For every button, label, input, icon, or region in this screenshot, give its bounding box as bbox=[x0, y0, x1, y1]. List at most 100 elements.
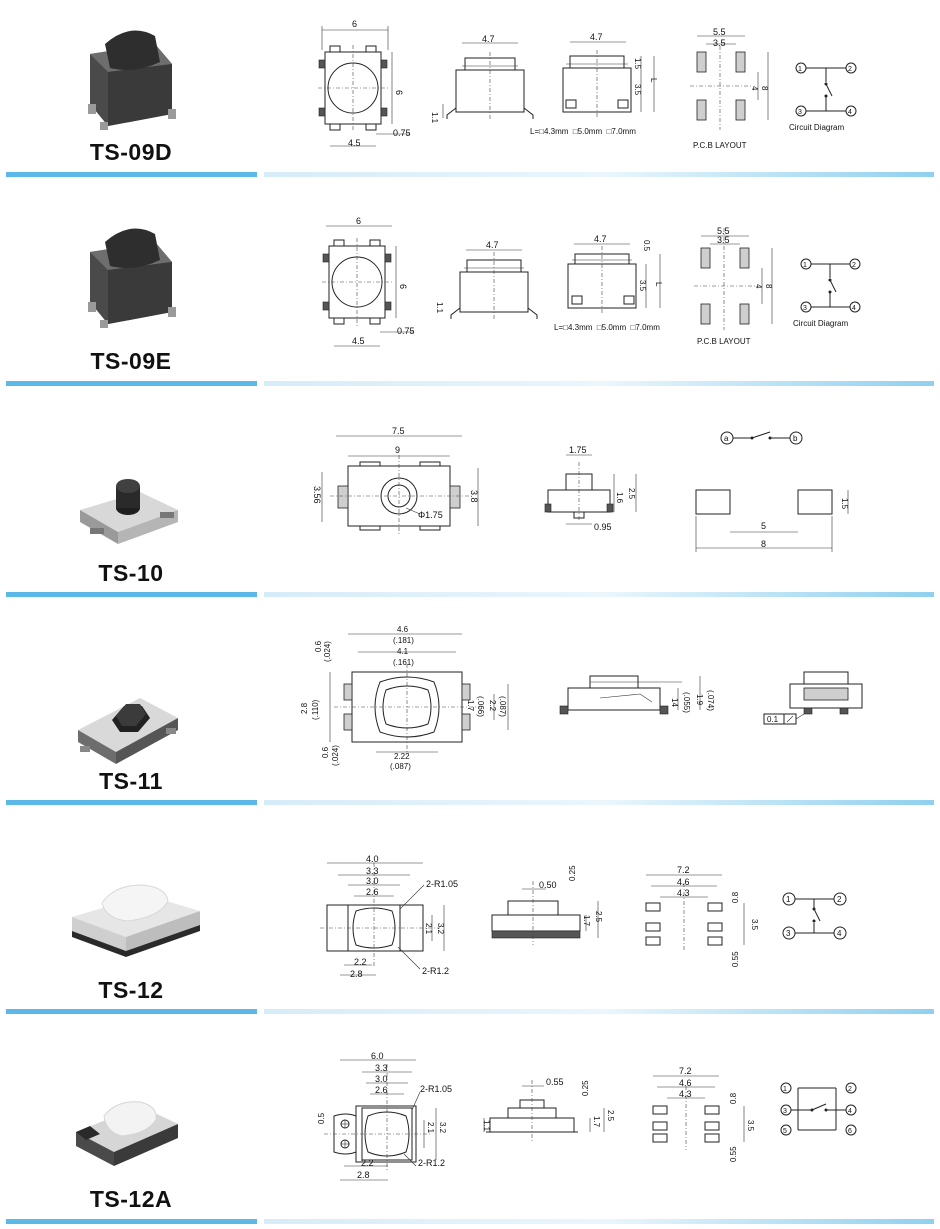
side-view bbox=[491, 881, 599, 945]
circuit-diagram bbox=[800, 258, 861, 313]
dim-label: 1.5 bbox=[840, 498, 849, 510]
pin-number: 4 bbox=[848, 109, 852, 116]
circuit-diagram bbox=[720, 431, 803, 445]
side-view bbox=[559, 675, 701, 715]
dim-label: 4.1 bbox=[397, 647, 409, 656]
dim-label: 0.5 bbox=[642, 240, 651, 252]
top-view bbox=[322, 225, 414, 347]
front-view bbox=[450, 249, 538, 320]
dim-label: 2.5 bbox=[606, 1110, 615, 1122]
pcb-layout bbox=[695, 489, 849, 552]
product-row-ts-09e: TS-09E 6 6 4.5 0.75 4.7 1.1 bbox=[0, 198, 940, 407]
dim-label: 4.6 bbox=[679, 1078, 692, 1088]
pin-number: 1 bbox=[798, 66, 802, 73]
dim-label: 0.6 bbox=[314, 640, 323, 652]
end-view bbox=[763, 671, 863, 725]
side-view bbox=[483, 1080, 605, 1142]
dimension-drawings: 7.5 9 3.56 3.8 Φ1.75 1.75 1.6 2.5 0.95 5 bbox=[312, 426, 849, 552]
dim-label: 0.8 bbox=[729, 1092, 738, 1104]
circuit-caption: Circuit Diagram bbox=[793, 319, 848, 328]
dim-label: 3.3 bbox=[366, 866, 379, 876]
product-row-ts-11: TS-11 4.6 (.181) 4.1 (.161) 0.6 (.024) 2… bbox=[0, 610, 940, 819]
pin-number: 1 bbox=[786, 895, 791, 904]
dimension-drawings: 6 6 4.5 0.75 4.7 1.1 4.7 0.5 3.5 L L=□4.… bbox=[322, 216, 861, 347]
top-view bbox=[318, 26, 410, 147]
top-view bbox=[324, 1059, 437, 1181]
dim-label: 6.0 bbox=[371, 1051, 384, 1061]
dim-label: 9 bbox=[395, 445, 400, 455]
dim-label: 0.95 bbox=[594, 522, 612, 532]
pin-number: 4 bbox=[848, 1108, 852, 1115]
circuit-diagram bbox=[795, 62, 857, 117]
pin-number: 2 bbox=[848, 66, 852, 73]
circuit-diagram bbox=[782, 892, 847, 940]
dim-label: Φ1.75 bbox=[418, 510, 443, 520]
dim-label: 2-R1.2 bbox=[418, 1158, 445, 1168]
dim-label: 3.5 bbox=[638, 280, 647, 292]
circuit-caption: Circuit Diagram bbox=[789, 123, 844, 132]
model-name: TS-12 bbox=[98, 977, 164, 1003]
dim-label: (.074) bbox=[706, 690, 715, 711]
dim-label: 1.5 bbox=[633, 58, 642, 70]
dim-label: (.066) bbox=[476, 696, 485, 717]
pin-number: 1 bbox=[783, 1086, 787, 1093]
product-photo bbox=[78, 698, 178, 764]
dim-label: (.087) bbox=[498, 696, 507, 717]
dim-label: 3.5 bbox=[633, 84, 642, 96]
pin-number: 3 bbox=[786, 929, 791, 938]
dim-label: 4.5 bbox=[352, 336, 365, 346]
product-row-ts-10: TS-10 7.5 9 3.56 3.8 Φ1.75 bbox=[0, 400, 940, 609]
row-divider bbox=[6, 800, 934, 805]
dim-label: (.161) bbox=[393, 658, 414, 667]
dim-label: 4 bbox=[754, 284, 763, 289]
product-row-ts-09d: TS-09D 6 6 4.5 0.75 bbox=[0, 0, 940, 209]
dim-label: 0.25 bbox=[581, 1080, 590, 1096]
length-options: L=□4.3mm □5.0mm □7.0mm bbox=[530, 127, 636, 136]
dim-label: 4.3 bbox=[677, 888, 690, 898]
dim-label: 3.5 bbox=[746, 1120, 755, 1132]
dim-label: 4.7 bbox=[590, 32, 603, 42]
dim-label: L bbox=[654, 282, 663, 287]
dim-label: 4.6 bbox=[677, 877, 690, 887]
dim-label: 4.7 bbox=[594, 234, 607, 244]
pcb-caption: P.C.B LAYOUT bbox=[697, 337, 751, 346]
dim-label: 2.8 bbox=[300, 702, 309, 714]
dimension-drawings: 4.0 3.3 3.0 2.6 2-R1.05 2-R1.2 2.1 3.2 2… bbox=[320, 854, 847, 979]
dim-label: (.110) bbox=[311, 699, 320, 720]
dim-label: 1.6 bbox=[615, 492, 624, 504]
product-photo bbox=[88, 228, 176, 328]
dim-label: (.024) bbox=[323, 641, 332, 662]
dim-label: 3.3 bbox=[375, 1063, 388, 1073]
top-view bbox=[321, 435, 479, 535]
pcb-caption: P.C.B LAYOUT bbox=[693, 141, 747, 150]
dim-label: 1.1 bbox=[435, 302, 444, 314]
dim-label: 1.7 bbox=[582, 915, 591, 927]
pin-number: 3 bbox=[803, 305, 807, 312]
row-divider bbox=[6, 592, 934, 597]
dim-label: 4.6 bbox=[397, 625, 409, 634]
dim-label: 6 bbox=[356, 216, 361, 226]
dim-label: 0.75 bbox=[397, 326, 415, 336]
dim-label: (.087) bbox=[390, 762, 411, 771]
dimension-drawings: 4.6 (.181) 4.1 (.161) 0.6 (.024) 2.8 (.1… bbox=[300, 625, 863, 771]
dim-label: 0.1 bbox=[767, 715, 779, 724]
dim-label: 3.56 bbox=[312, 486, 322, 504]
model-name: TS-10 bbox=[98, 560, 164, 586]
pcb-layout bbox=[690, 35, 769, 130]
dim-label: 3.8 bbox=[469, 490, 479, 503]
dim-label: 0.55 bbox=[729, 1146, 738, 1162]
dim-label: 4.7 bbox=[482, 34, 495, 44]
pin-letter: b bbox=[793, 434, 798, 443]
dim-label: 0.50 bbox=[539, 880, 557, 890]
dim-label: 0.8 bbox=[731, 891, 740, 903]
dimension-drawings: 6 6 4.5 0.75 4.7 1.1 4.7 1.5 3.5 L bbox=[318, 19, 857, 150]
dim-label: 1.1 bbox=[482, 1120, 491, 1132]
dim-label: 1.1 bbox=[430, 112, 439, 124]
dim-label: 2.5 bbox=[594, 911, 603, 923]
dim-label: 1.7 bbox=[466, 700, 475, 712]
dim-label: 2.6 bbox=[366, 887, 379, 897]
pcb-layout bbox=[652, 1075, 745, 1150]
dim-label: 0.75 bbox=[393, 128, 411, 138]
model-name: TS-11 bbox=[99, 768, 163, 794]
dim-label: 2.22 bbox=[394, 752, 410, 761]
